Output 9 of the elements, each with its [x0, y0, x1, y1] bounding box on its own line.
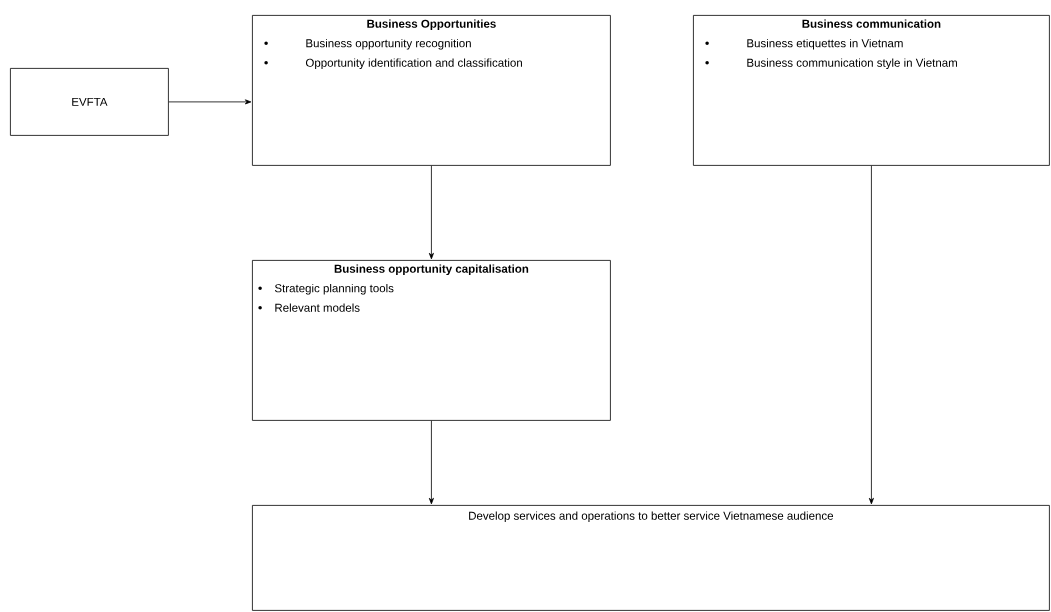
arrow [428, 420, 434, 505]
process-box: Develop services and operations to better service Vietnamese audience [252, 505, 1050, 611]
process-box: Business Opportunities Business opportunity recognition Opportunity identification and classification [252, 15, 611, 166]
arrow [168, 99, 252, 105]
process-box: Business opportunity capitalisation Strategic planning tools Relevant models [252, 260, 611, 421]
arrow [868, 165, 874, 505]
process-box: Business communication Business etiquettes in Vietnam Business communication style in Vietnam [693, 15, 1050, 166]
process-box: EVFTA [10, 68, 169, 136]
arrow [428, 165, 434, 260]
